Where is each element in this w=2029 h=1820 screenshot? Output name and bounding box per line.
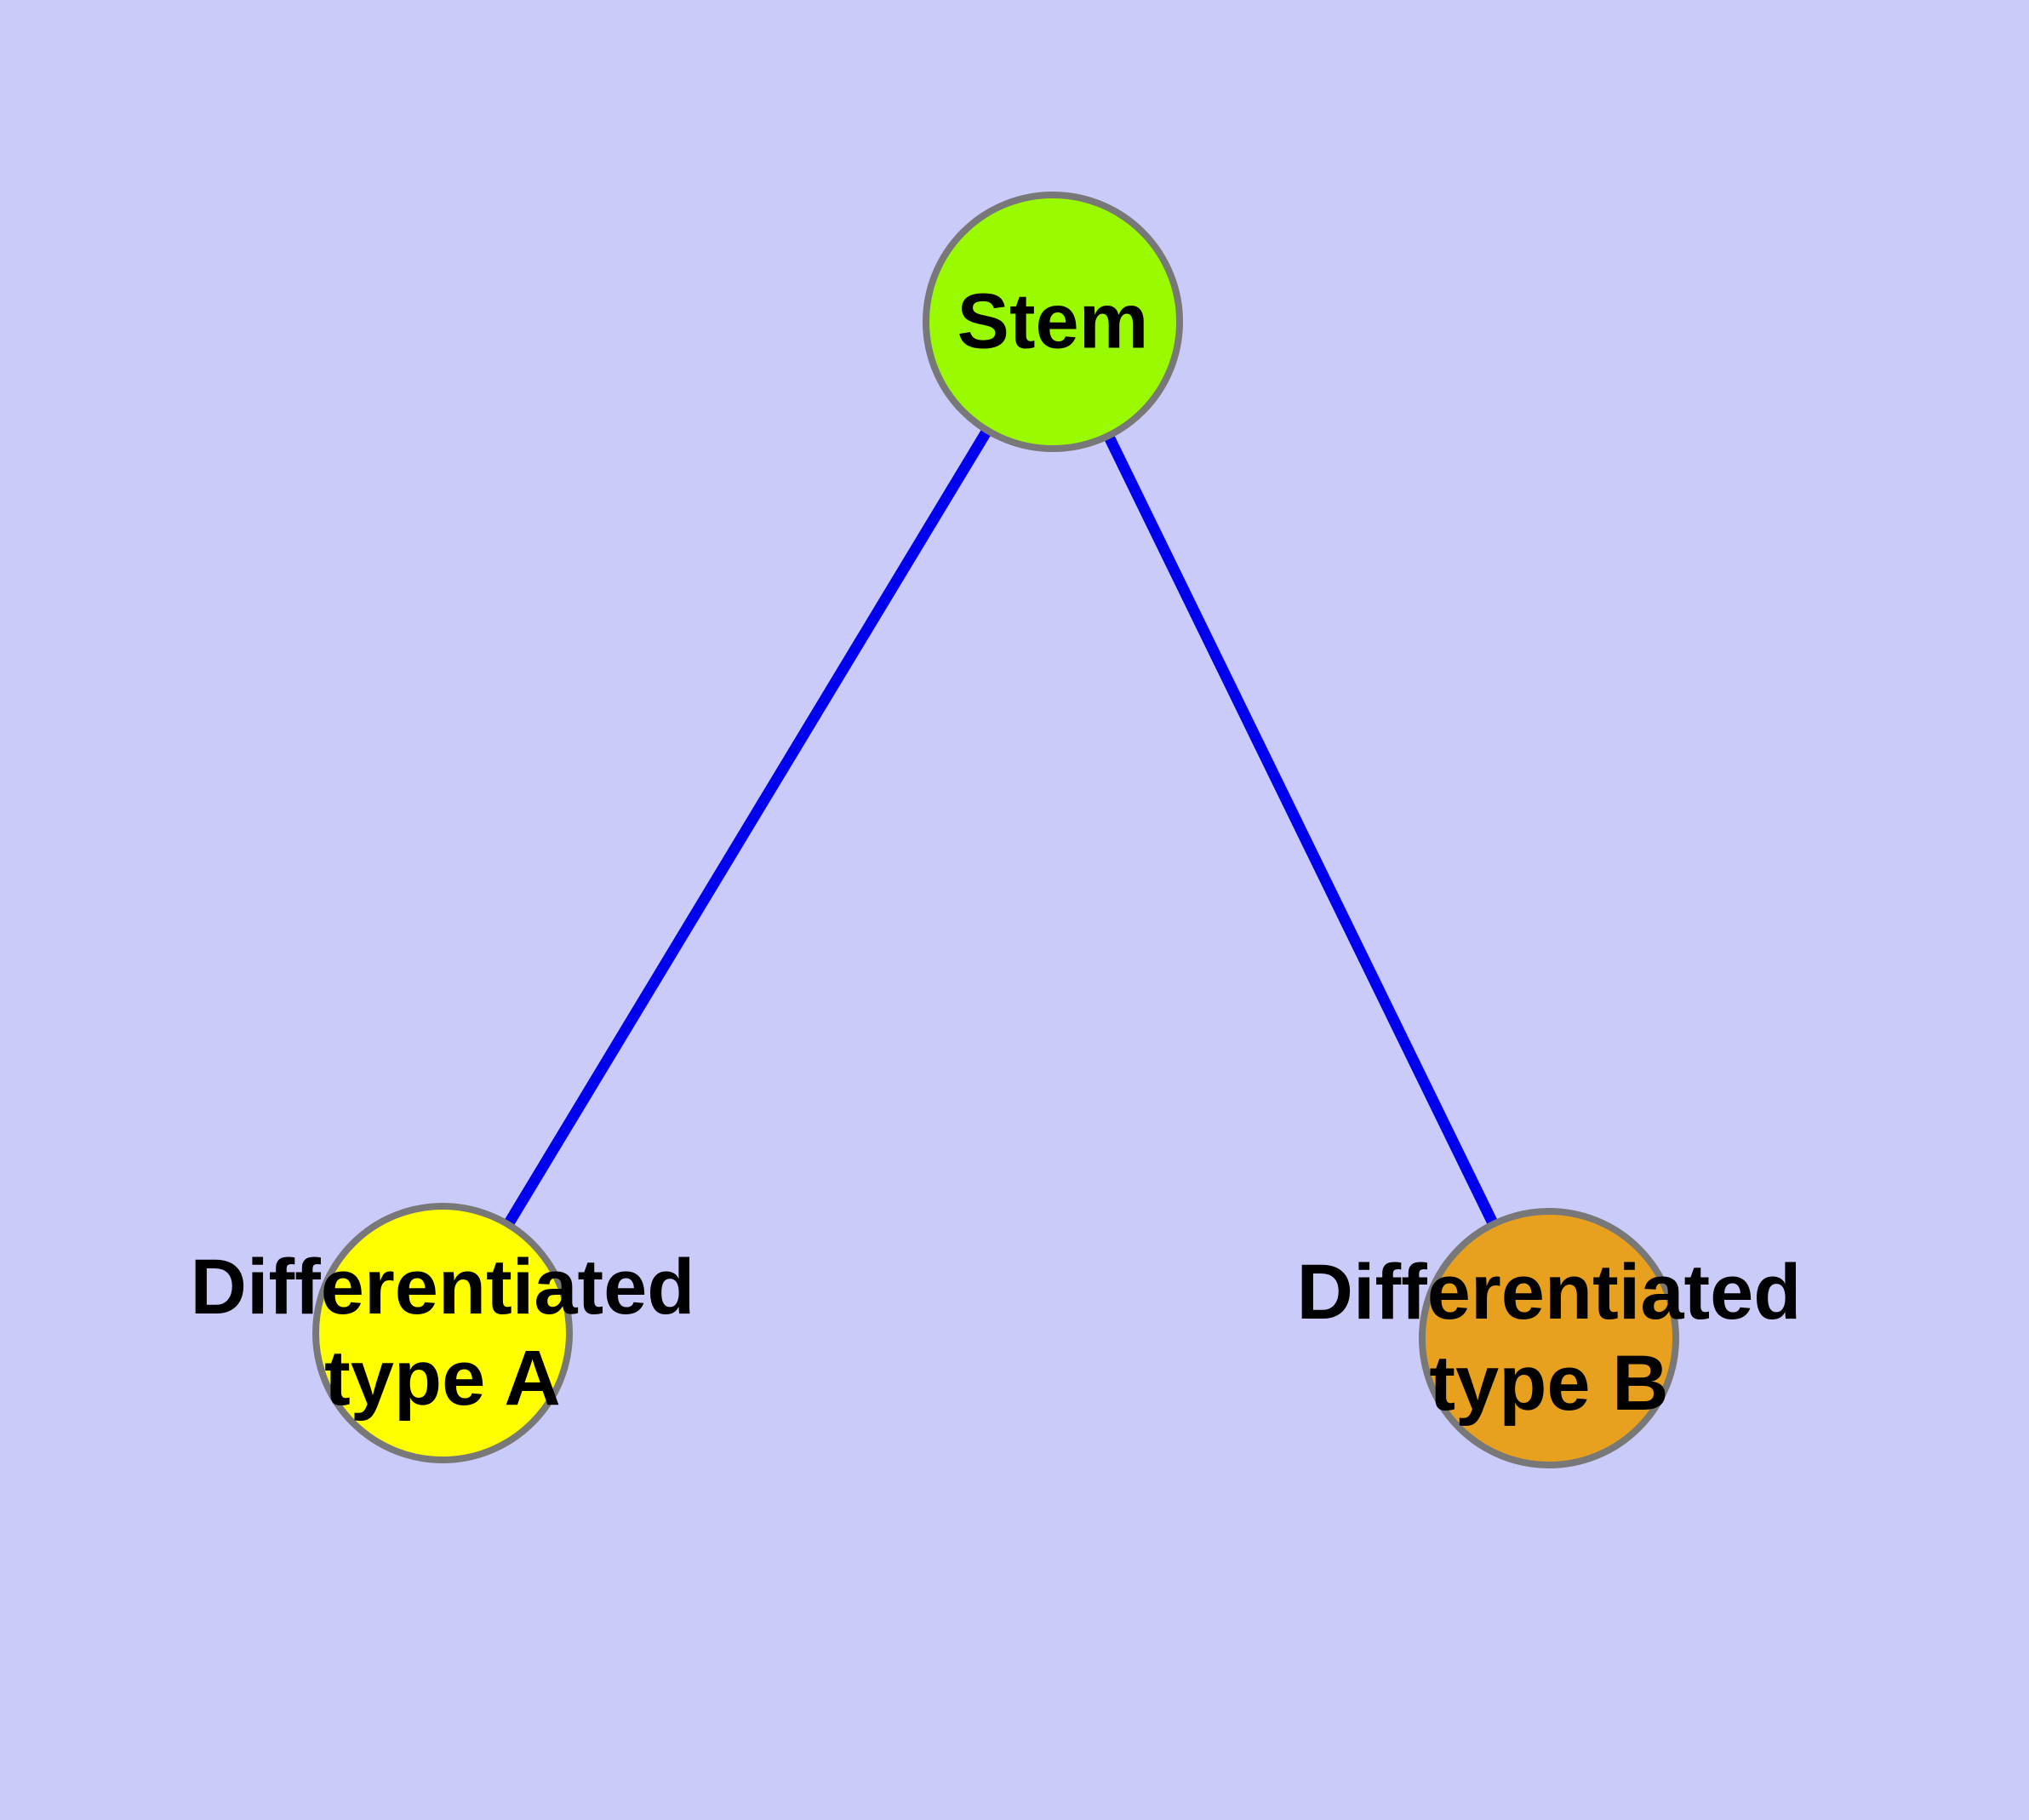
edge-stem-to-type-a[interactable] [437, 318, 1058, 1336]
node-circle-stem[interactable] [923, 192, 1183, 452]
node-circle-type-b[interactable] [1419, 1208, 1679, 1468]
node-circle-type-a[interactable] [312, 1203, 573, 1463]
edge-stem-to-type-b[interactable] [1048, 319, 1554, 1341]
